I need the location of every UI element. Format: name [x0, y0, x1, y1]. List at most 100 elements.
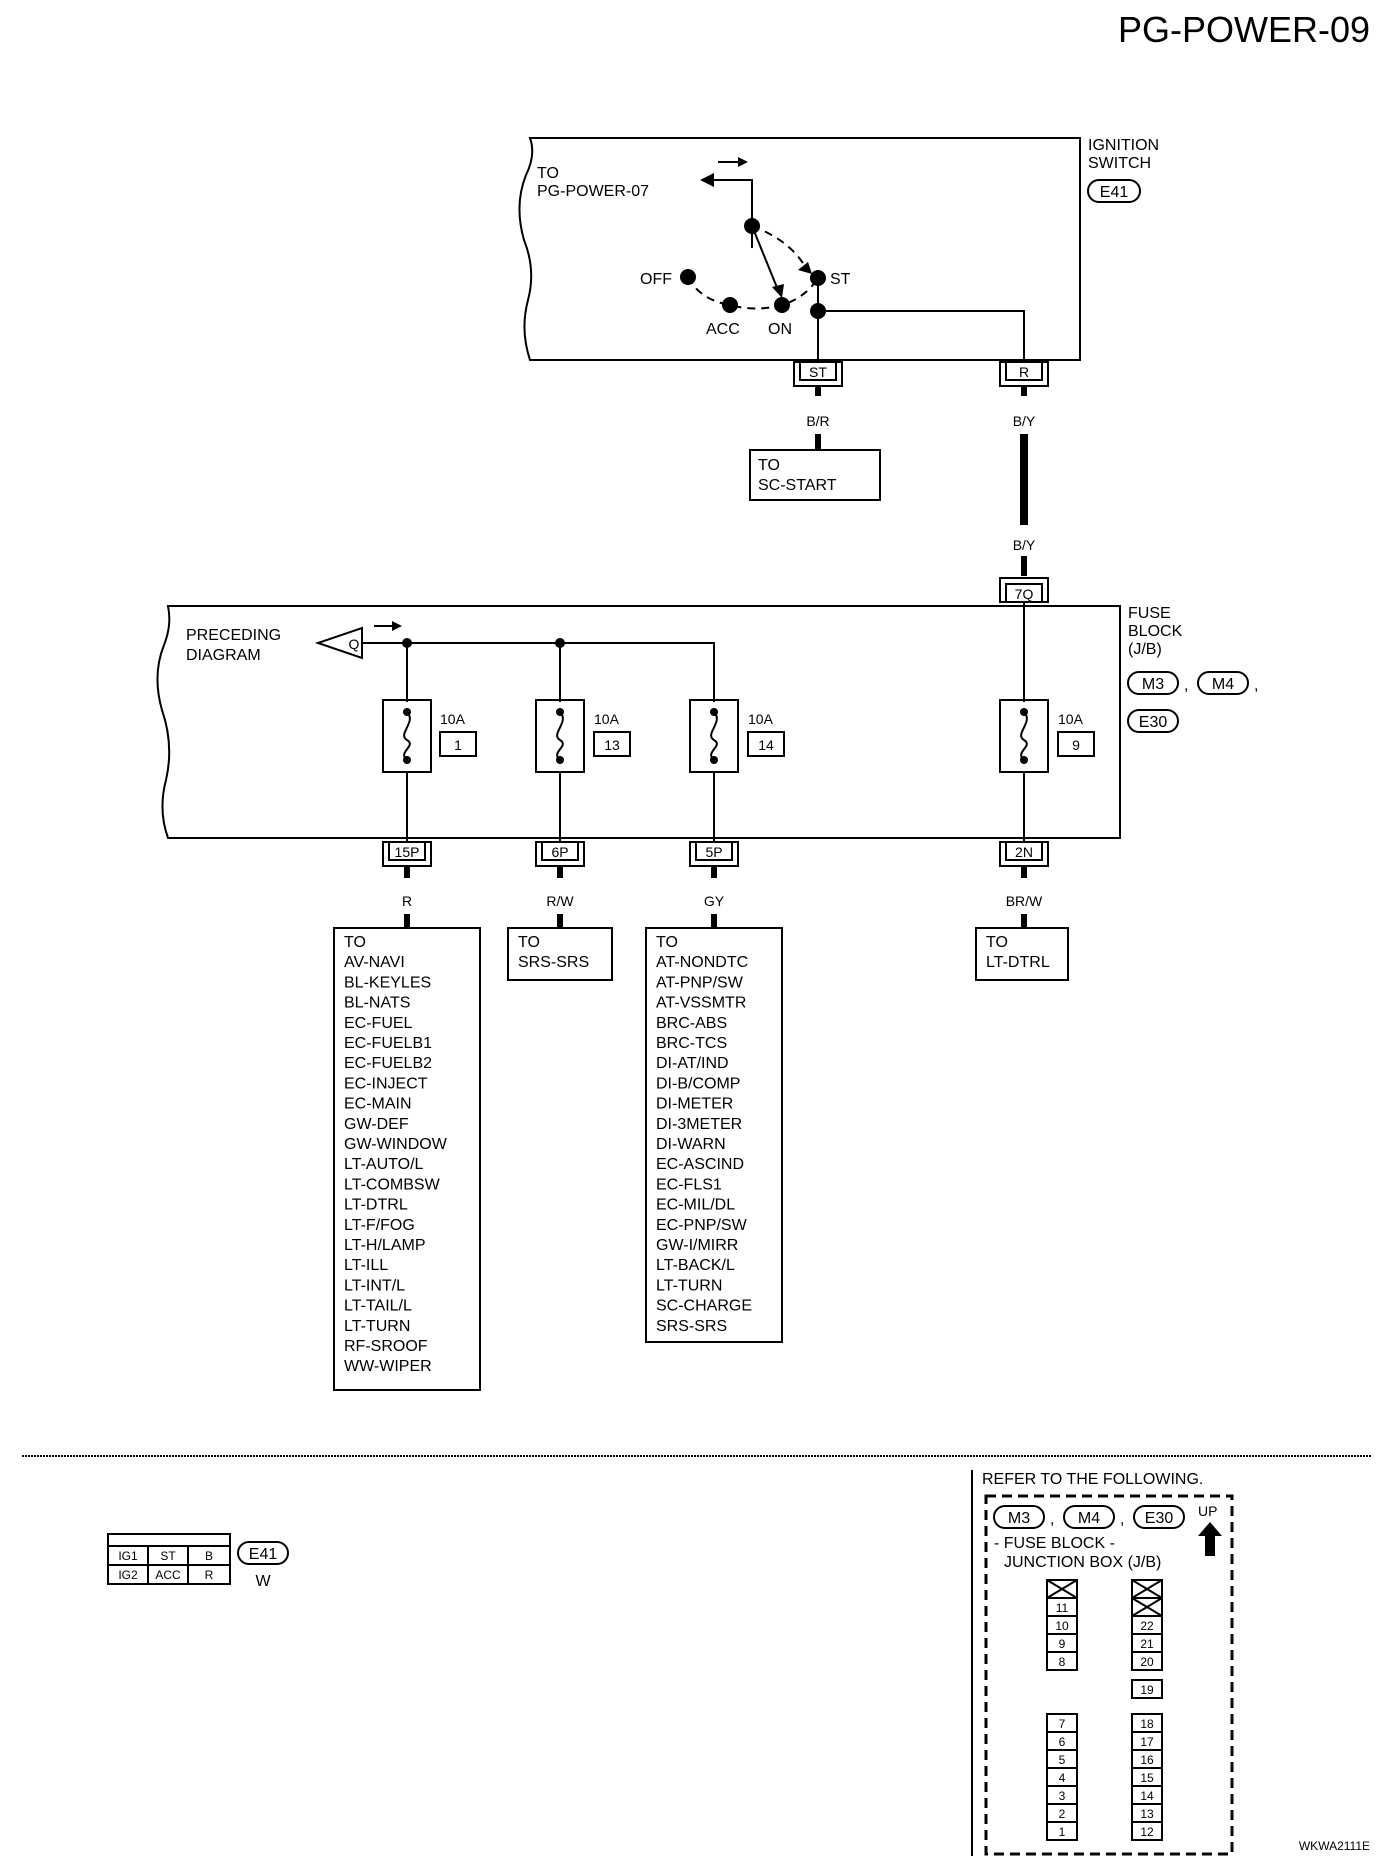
terminal-acc: ACC	[155, 1568, 181, 1582]
up-label: UP	[1198, 1503, 1217, 1519]
fuse-13-number: 13	[604, 737, 620, 753]
dest-item: GW-DEF	[344, 1116, 409, 1133]
dest-item: TO	[986, 934, 1008, 951]
fuse-13-rating: 10A	[594, 711, 620, 727]
output-connector-5p: 5P GY	[689, 841, 739, 928]
to-pg-power-07-line1: TO	[537, 165, 559, 182]
terminal-ig2: IG2	[118, 1568, 138, 1582]
refer-sub-line2: JUNCTION BOX (J/B)	[1004, 1554, 1161, 1571]
wire-color-by-top: B/Y	[1013, 413, 1036, 429]
dest-item: LT-F/FOG	[344, 1217, 415, 1234]
connector-face-color: W	[255, 1573, 271, 1590]
dest-item: LT-INT/L	[344, 1277, 405, 1294]
dest-list-fuse1: TOAV-NAVIBL-KEYLESBL-NATSEC-FUELEC-FUELB…	[344, 934, 448, 1375]
position-on: ON	[768, 321, 792, 338]
dest-item: LT-TURN	[344, 1318, 410, 1335]
preceding-diagram-symbol: Q	[349, 636, 360, 652]
svg-text:5P: 5P	[705, 844, 722, 860]
dest-item: SC-CHARGE	[656, 1298, 752, 1315]
dest-item: TO	[518, 934, 540, 951]
dest-box-fuse14	[645, 927, 783, 1343]
to-sc-start-box: TO SC-START	[749, 449, 881, 501]
dest-item: EC-FUELB2	[344, 1055, 432, 1072]
refer-box: REFER TO THE FOLLOWING. M3 , M4 , E30 UP…	[971, 1470, 1234, 1856]
wire-color-r: R	[402, 893, 412, 909]
connector-ref-e41-outline	[1087, 179, 1141, 203]
dest-item: LT-ILL	[344, 1257, 388, 1274]
fuse-block-connector-m3: M3	[1142, 676, 1164, 693]
dest-item: LT-DTRL	[344, 1197, 408, 1214]
fuse-slot-number: 13	[1140, 1807, 1154, 1821]
dest-item: DI-B/COMP	[656, 1075, 740, 1092]
fuse-slot-number: 3	[1059, 1789, 1066, 1803]
dest-list-fuse9: TO LT-DTRL	[986, 934, 1050, 971]
fuse-slot	[1131, 1651, 1163, 1671]
fuse-slot-number: 1	[1059, 1825, 1066, 1839]
dest-item: EC-ASCIND	[656, 1156, 744, 1173]
dest-item: RF-SROOF	[344, 1338, 428, 1355]
terminal-r: R B/Y B/Y	[999, 361, 1049, 576]
dest-item: DI-METER	[656, 1096, 733, 1113]
dest-item: LT-AUTO/L	[344, 1156, 424, 1173]
fuse-slot-number: 22	[1140, 1619, 1154, 1633]
output-connector-2n: 2N BR/W	[999, 841, 1049, 928]
ignition-switch-title-1: IGNITION	[1088, 137, 1159, 154]
dest-item: AT-PNP/SW	[656, 974, 744, 991]
fuse-slot-number: 16	[1140, 1753, 1154, 1767]
fuse-block-title-2: BLOCK	[1128, 623, 1183, 640]
dest-item: LT-TAIL/L	[344, 1298, 412, 1315]
fuse-slot-number: 5	[1059, 1753, 1066, 1767]
refer-connector-m3: M3	[1008, 1510, 1030, 1527]
dest-item: BL-KEYLES	[344, 974, 431, 991]
wire-color-brw: BR/W	[1006, 893, 1043, 909]
connector-7q: 7Q	[1015, 586, 1034, 602]
dest-item: BRC-ABS	[656, 1015, 727, 1032]
fuse-slot-number: 17	[1140, 1735, 1154, 1749]
ignition-switch: IGNITION SWITCH E41 TO PG-POWER-07 OFF A…	[518, 137, 1159, 362]
dest-item: LT-COMBSW	[344, 1176, 441, 1193]
dest-item: DI-AT/IND	[656, 1055, 729, 1072]
fuse-slot-number: 12	[1140, 1825, 1154, 1839]
dest-item: AV-NAVI	[344, 954, 405, 971]
figure-code: WKWA2111E	[1299, 1839, 1370, 1853]
fuse-13: 10A 13	[535, 699, 631, 842]
fuse-9-rating: 10A	[1058, 711, 1084, 727]
fuse-slot-number: 19	[1140, 1683, 1154, 1697]
fuse-slot	[1046, 1651, 1078, 1671]
svg-text:,: ,	[1120, 1511, 1124, 1528]
svg-text:6P: 6P	[551, 844, 568, 860]
terminal-r-label: R	[1019, 364, 1029, 380]
fuse-slot-number: 2	[1059, 1807, 1066, 1821]
fuse-slot-number: 18	[1140, 1717, 1154, 1731]
dest-item: EC-FLS1	[656, 1176, 722, 1193]
fuse-slot	[1131, 1679, 1163, 1699]
dest-item: WW-WIPER	[344, 1358, 432, 1375]
svg-text:15P: 15P	[395, 844, 420, 860]
connector-face-ref: E41	[249, 1546, 278, 1563]
fuse-9-number: 9	[1072, 737, 1080, 753]
fuse-slot-number: 20	[1140, 1655, 1154, 1669]
fuse-slot-number: 4	[1059, 1771, 1066, 1785]
fuse-slot-number: 15	[1140, 1771, 1154, 1785]
dest-item: BRC-TCS	[656, 1035, 727, 1052]
fuse-1-rating: 10A	[440, 711, 466, 727]
svg-text:SC-START: SC-START	[758, 477, 837, 494]
dest-list-fuse14: TOAT-NONDTCAT-PNP/SWAT-VSSMTRBRC-ABSBRC-…	[656, 934, 752, 1335]
fuse-slot-number: 21	[1140, 1637, 1154, 1651]
dest-item: EC-MIL/DL	[656, 1197, 735, 1214]
dest-item: EC-PNP/SW	[656, 1217, 748, 1234]
refer-connector-m4: M4	[1078, 1510, 1100, 1527]
dest-item: LT-DTRL	[986, 954, 1050, 971]
wire-color-gy: GY	[704, 893, 725, 909]
connector-face-e41: IG1 ST B IG2 ACC R E41 W	[107, 1533, 289, 1590]
svg-text:2N: 2N	[1015, 844, 1033, 860]
ignition-switch-title-2: SWITCH	[1088, 155, 1151, 172]
position-st: ST	[830, 271, 851, 288]
dest-item: EC-FUEL	[344, 1015, 413, 1032]
refer-sub-line1: - FUSE BLOCK -	[994, 1535, 1115, 1552]
dest-item: EC-FUELB1	[344, 1035, 432, 1052]
fuse-slot-number: 10	[1055, 1619, 1069, 1633]
fuse-1: 10A 1	[382, 699, 477, 842]
fuse-slot-number: 9	[1059, 1637, 1066, 1651]
